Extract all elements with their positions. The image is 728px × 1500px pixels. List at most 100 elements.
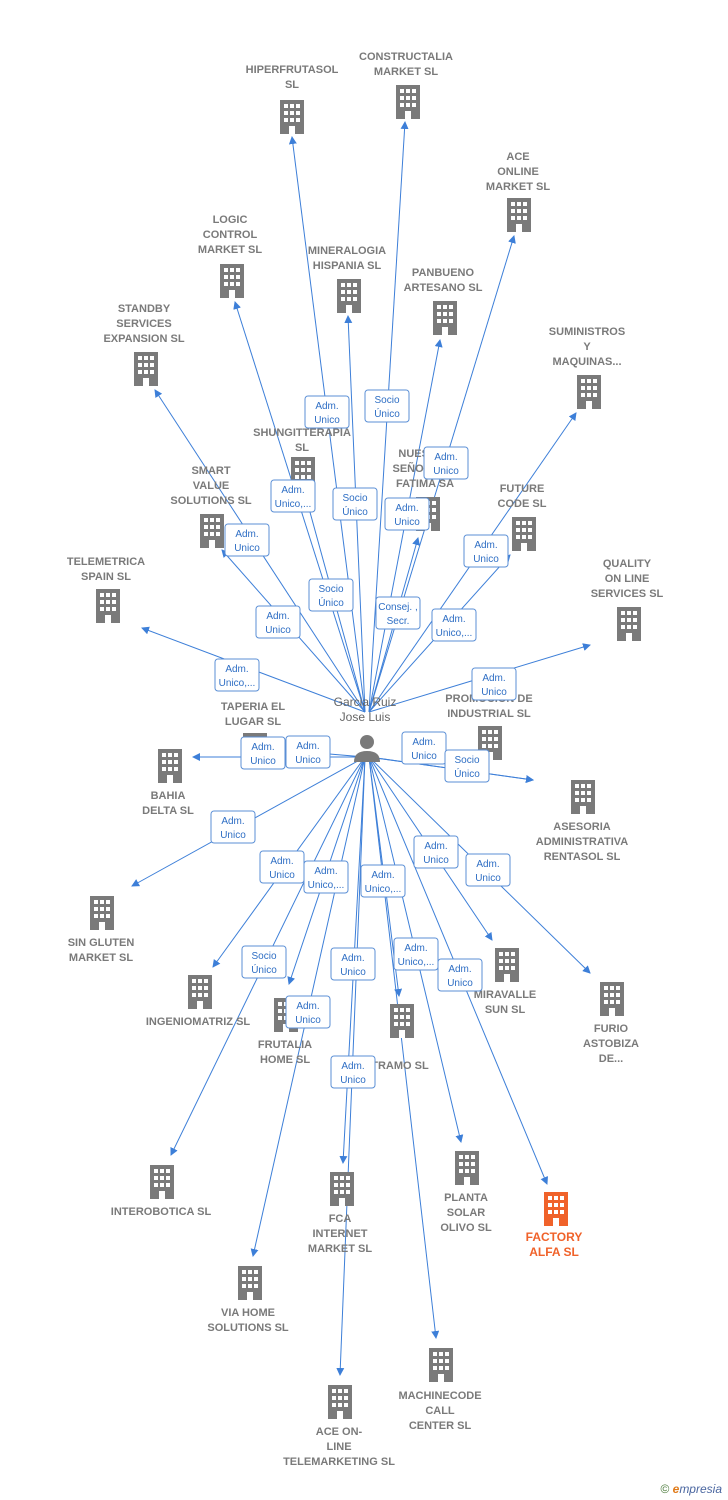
company-label-line: ACE	[506, 151, 529, 163]
company-label-line: TELEMARKETING SL	[283, 1456, 395, 1468]
role-badge-box	[364, 389, 410, 423]
role-badge[interactable]: Adm.Unico,...	[360, 864, 406, 898]
role-badge-box	[375, 596, 421, 630]
building-icon	[220, 264, 244, 298]
role-badge[interactable]: Adm.Unico	[224, 523, 270, 557]
role-badge[interactable]: Adm.Unico	[437, 958, 483, 992]
role-badge[interactable]: Adm.Unico	[463, 534, 509, 568]
role-badge-box	[413, 835, 459, 869]
company-label-line: FATIMA SA	[396, 478, 454, 490]
role-badge[interactable]: Adm.Unico	[255, 605, 301, 639]
building-icon	[600, 982, 624, 1016]
role-badge[interactable]: Adm. Unico	[330, 1055, 376, 1089]
role-badge-box	[308, 578, 354, 612]
company-label-line: SOLUTIONS SL	[207, 1322, 289, 1334]
person-node[interactable]: Garcia Ruiz Jose Luis	[334, 695, 397, 762]
company-label-line: SUMINISTROS	[549, 326, 625, 338]
role-badge-box	[431, 608, 477, 642]
role-badge-line-1: Adm.	[225, 664, 248, 675]
company-label-line: ALFA SL	[529, 1245, 579, 1259]
role-badge[interactable]: Adm.Unico,...	[431, 608, 477, 642]
role-badge-box	[330, 1055, 376, 1089]
role-badge-box	[465, 853, 511, 887]
building-icon	[337, 279, 361, 313]
role-badge[interactable]: Adm.Unico	[401, 731, 447, 765]
role-badge[interactable]: Adm.Unico	[285, 995, 331, 1029]
company-node-furio[interactable]: FURIOASTOBIZADE...	[583, 982, 639, 1065]
role-badge-line-1: Socio	[374, 395, 399, 406]
role-badge-box	[270, 479, 316, 513]
role-badge[interactable]: Adm.Unico	[259, 850, 305, 884]
role-badge-line-1: Adm.	[281, 485, 304, 496]
role-badge-line-1: Adm.	[341, 1061, 364, 1072]
role-badge-line-2: Unico	[340, 1075, 366, 1086]
company-label-line: SERVICES	[116, 318, 171, 330]
role-badge[interactable]: Adm.Unico	[210, 810, 256, 844]
company-label-line: SMART	[191, 465, 230, 477]
role-badge[interactable]: Adm.Unico,...	[303, 860, 349, 894]
role-badge-box	[241, 945, 287, 979]
company-label-line: BAHIA	[151, 790, 186, 802]
company-label-line: CALL	[425, 1405, 455, 1417]
role-badge[interactable]: Consej. ,Secr.	[375, 596, 421, 630]
company-label-line: HIPERFRUTASOL	[246, 64, 339, 76]
role-badge[interactable]: Adm.Unico,...	[270, 479, 316, 513]
building-icon	[433, 301, 457, 335]
company-node-interobotica[interactable]: INTEROBOTICA SL	[111, 1165, 212, 1218]
role-badge[interactable]: Adm.Unico	[240, 736, 286, 770]
building-icon	[280, 100, 304, 134]
role-badge[interactable]: Adm.Unico	[285, 735, 331, 769]
role-badge-line-1: Socio	[342, 493, 367, 504]
company-node-tramo[interactable]: TRAMO SL	[371, 1004, 429, 1072]
role-badge[interactable]: Adm.Unico	[423, 446, 469, 480]
footer-brand[interactable]: © empresia	[660, 1482, 722, 1496]
role-badge[interactable]: Adm.Unico,...	[393, 937, 439, 971]
role-badge[interactable]: Adm.Unico	[471, 667, 517, 701]
role-badge[interactable]: Adm.Unico	[465, 853, 511, 887]
role-badge[interactable]: Adm.Unico	[330, 947, 376, 981]
role-badge[interactable]: Adm.Unico	[304, 395, 350, 429]
role-badge-line-1: Adm.	[434, 452, 457, 463]
role-badge-line-1: Adm.	[424, 841, 447, 852]
company-node-ingeniomatriz[interactable]: INGENIOMATRIZ SL	[146, 975, 251, 1028]
company-label-line: FURIO	[594, 1023, 629, 1035]
company-label-line: FACTORY	[526, 1230, 583, 1244]
role-badge[interactable]: Adm.Unico,...	[214, 658, 260, 692]
role-badge-line-2: Unico	[250, 756, 276, 767]
building-icon	[390, 1004, 414, 1038]
role-badge[interactable]: Adm.Unico	[384, 497, 430, 531]
role-badge[interactable]: Adm.Unico	[413, 835, 459, 869]
role-badge-line-2: Unico	[234, 543, 260, 554]
company-label-line: MACHINECODE	[398, 1390, 481, 1402]
company-node-suministros[interactable]: SUMINISTROSYMAQUINAS...	[549, 326, 625, 409]
